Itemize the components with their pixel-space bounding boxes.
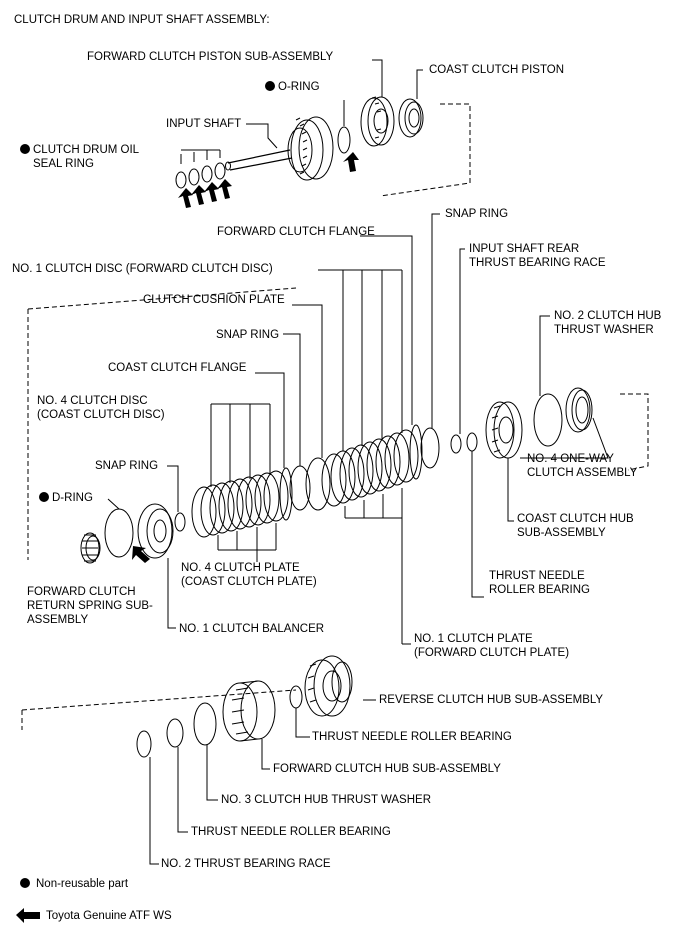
label-coast-clutch-piston: COAST CLUTCH PISTON bbox=[429, 64, 565, 76]
label-no1-clutch-balancer: NO. 1 CLUTCH BALANCER bbox=[179, 623, 325, 635]
no2-clutch-hub-thrust-washer bbox=[533, 393, 563, 447]
no4-one-way-clutch bbox=[565, 387, 593, 433]
no2-thrust-bearing-race bbox=[136, 730, 152, 758]
coast-clutch-piston bbox=[398, 98, 424, 138]
clutch-cushion-plate bbox=[305, 457, 331, 511]
non-reusable-icon bbox=[39, 492, 49, 502]
atf-arrow-o-ring bbox=[343, 152, 359, 172]
snap-ring-low bbox=[174, 512, 186, 532]
label-forward-clutch-flange: FORWARD CLUTCH FLANGE bbox=[217, 226, 375, 238]
arrow-left-icon bbox=[16, 908, 40, 923]
label-forward-clutch-piston: FORWARD CLUTCH PISTON SUB-ASSEMBLY bbox=[87, 51, 334, 63]
thrust-needle-bearing-mid bbox=[466, 432, 478, 452]
label-d-ring: D-RING bbox=[39, 491, 93, 505]
no3-clutch-hub-thrust-washer bbox=[193, 702, 217, 746]
forward-clutch-piston bbox=[360, 96, 395, 147]
label-no1-clutch-disc: NO. 1 CLUTCH DISC (FORWARD CLUTCH DISC) bbox=[12, 263, 273, 275]
snap-ring-top bbox=[420, 427, 440, 469]
forward-clutch-hub bbox=[222, 680, 276, 742]
label-o-ring: O-RING bbox=[265, 80, 320, 94]
label-reverse-clutch-hub: REVERSE CLUTCH HUB SUB-ASSEMBLY bbox=[379, 694, 604, 706]
label-forward-clutch-hub: FORWARD CLUTCH HUB SUB-ASSEMBLY bbox=[273, 763, 501, 775]
legend-non-reusable: Non-reusable part bbox=[36, 878, 129, 890]
legend-atf: Toyota Genuine ATF WS bbox=[46, 910, 172, 922]
no1-clutch-balancer bbox=[137, 503, 174, 559]
label-snap-ring-top: SNAP RING bbox=[445, 208, 509, 220]
forward-clutch-return-spring bbox=[80, 532, 101, 564]
label-thrust-needle-bearing-low: THRUST NEEDLE ROLLER BEARING bbox=[312, 731, 512, 743]
non-reusable-icon bbox=[265, 81, 275, 91]
non-reusable-icon bbox=[20, 144, 30, 154]
clutch-drum-oil-seal-rings bbox=[175, 149, 226, 189]
label-snap-ring-low: SNAP RING bbox=[95, 460, 159, 472]
label-coast-clutch-flange: COAST CLUTCH FLANGE bbox=[108, 362, 247, 374]
reverse-clutch-hub bbox=[304, 655, 353, 717]
label-input-shaft: INPUT SHAFT bbox=[166, 118, 242, 130]
input-shaft-drum bbox=[225, 116, 334, 181]
thrust-needle-bearing-low bbox=[289, 685, 303, 709]
page-title: CLUTCH DRUM AND INPUT SHAFT ASSEMBLY: bbox=[14, 14, 270, 26]
label-no1-clutch-plate: NO. 1 CLUTCH PLATE(FORWARD CLUTCH PLATE) bbox=[414, 633, 570, 659]
atf-arrow-d-ring bbox=[132, 546, 150, 563]
label-no2-thrust-race: NO. 2 THRUST BEARING RACE bbox=[161, 858, 331, 870]
o-ring bbox=[337, 126, 351, 154]
filled-circle-icon bbox=[20, 878, 30, 888]
label-clutch-cushion-plate: CLUTCH CUSHION PLATE bbox=[143, 294, 285, 306]
no1-clutch-pack bbox=[321, 429, 419, 507]
label-snap-ring-mid: SNAP RING bbox=[216, 329, 280, 341]
atf-arrows-seal-rings bbox=[178, 179, 232, 208]
forward-clutch-flange bbox=[409, 424, 423, 480]
label-no4-clutch-disc: NO. 4 CLUTCH DISC(COAST CLUTCH DISC) bbox=[37, 395, 165, 421]
label-no4-clutch-plate: NO. 4 CLUTCH PLATE(COAST CLUTCH PLATE) bbox=[181, 562, 317, 588]
label-no3-hub-washer: NO. 3 CLUTCH HUB THRUST WASHER bbox=[221, 794, 432, 806]
no4-clutch-pack bbox=[191, 470, 289, 538]
d-ring bbox=[104, 508, 134, 558]
thrust-needle-bearing-bottom bbox=[166, 718, 184, 748]
top-group-frame bbox=[379, 103, 471, 197]
coast-clutch-hub bbox=[485, 401, 523, 459]
input-shaft-rear-thrust-race bbox=[450, 434, 462, 454]
coast-clutch-flange bbox=[279, 467, 293, 521]
label-thrust-needle-bearing-bottom: THRUST NEEDLE ROLLER BEARING bbox=[191, 826, 391, 838]
